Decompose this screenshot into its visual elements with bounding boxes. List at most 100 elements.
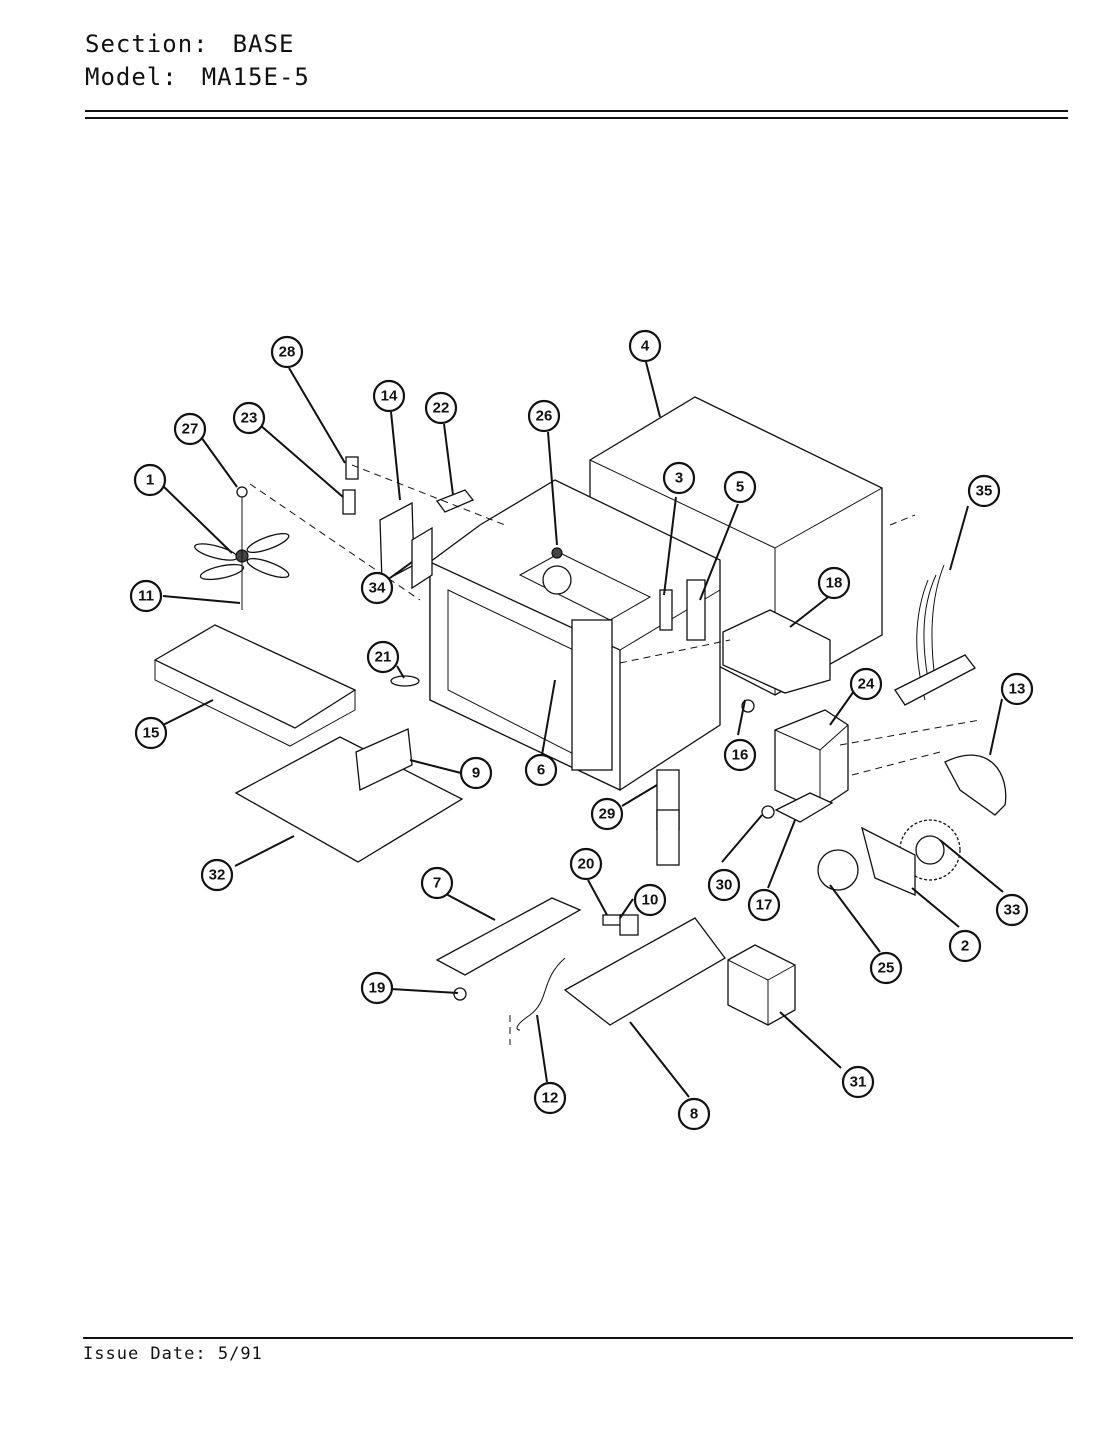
callout-9: 9 bbox=[459, 756, 493, 790]
bottom-plate bbox=[234, 736, 464, 863]
callout-label-21: 21 bbox=[375, 649, 392, 666]
callout-18: 18 bbox=[817, 566, 851, 600]
callout-29: 29 bbox=[590, 797, 624, 831]
switch-28 bbox=[345, 456, 359, 480]
issue-value: 5/91 bbox=[217, 1344, 263, 1364]
callout-label-2: 2 bbox=[961, 938, 969, 955]
callout-label-33: 33 bbox=[1004, 902, 1021, 919]
callout-label-26: 26 bbox=[536, 408, 553, 425]
callout-label-23: 23 bbox=[241, 410, 258, 427]
section-label: Section: bbox=[85, 30, 209, 58]
callout-1: 1 bbox=[133, 463, 167, 497]
callout-34: 34 bbox=[360, 571, 394, 605]
callout-label-15: 15 bbox=[143, 725, 160, 742]
part-20 bbox=[602, 914, 622, 926]
callout-7: 7 bbox=[420, 866, 454, 900]
callout-label-32: 32 bbox=[209, 867, 226, 884]
callout-14: 14 bbox=[372, 379, 406, 413]
callout-24: 24 bbox=[849, 667, 883, 701]
header-rule-top bbox=[85, 110, 1068, 112]
magnetron bbox=[774, 709, 849, 811]
fan-blade bbox=[194, 486, 290, 610]
oven-cavity bbox=[429, 479, 721, 792]
grommet-19 bbox=[453, 987, 467, 1001]
transformer bbox=[727, 944, 796, 1026]
callout-8: 8 bbox=[677, 1097, 711, 1131]
issue-label: Issue Date: bbox=[83, 1344, 207, 1364]
section-header: Section:BASE bbox=[85, 30, 294, 58]
bracket-14 bbox=[379, 501, 415, 584]
callout-label-34: 34 bbox=[369, 580, 386, 597]
base-plate bbox=[563, 917, 726, 1026]
callout-label-1: 1 bbox=[146, 472, 154, 489]
callout-label-10: 10 bbox=[642, 892, 659, 909]
callout-label-12: 12 bbox=[542, 1090, 559, 1107]
callout-30: 30 bbox=[707, 868, 741, 902]
callout-label-25: 25 bbox=[878, 960, 895, 977]
callout-25: 25 bbox=[869, 951, 903, 985]
callout-4: 4 bbox=[628, 329, 662, 363]
callout-16: 16 bbox=[723, 738, 757, 772]
callout-10: 10 bbox=[633, 883, 667, 917]
callout-33: 33 bbox=[995, 893, 1029, 927]
callout-23: 23 bbox=[232, 401, 266, 435]
header-rule-bottom bbox=[85, 117, 1068, 119]
callout-label-9: 9 bbox=[472, 765, 480, 782]
callout-17: 17 bbox=[747, 888, 781, 922]
callout-label-35: 35 bbox=[976, 483, 993, 500]
callout-27: 27 bbox=[173, 412, 207, 446]
wire-harness bbox=[894, 564, 976, 706]
callout-32: 32 bbox=[200, 858, 234, 892]
leader-lines bbox=[161, 361, 1004, 1098]
callout-label-4: 4 bbox=[641, 338, 650, 355]
guide-lines bbox=[249, 464, 981, 1045]
part-3 bbox=[659, 589, 673, 631]
callout-13: 13 bbox=[1000, 672, 1034, 706]
callout-28: 28 bbox=[270, 335, 304, 369]
switch-23 bbox=[342, 489, 356, 515]
callout-label-31: 31 bbox=[850, 1074, 867, 1091]
callout-19: 19 bbox=[360, 971, 394, 1005]
board-29b bbox=[656, 809, 680, 866]
callout-label-22: 22 bbox=[433, 400, 450, 417]
callout-label-6: 6 bbox=[537, 762, 545, 779]
callout-5: 5 bbox=[723, 470, 757, 504]
panel-7 bbox=[435, 897, 582, 976]
callout-35: 35 bbox=[967, 474, 1001, 508]
callout-label-8: 8 bbox=[690, 1106, 698, 1123]
callout-15: 15 bbox=[134, 716, 168, 750]
callout-label-16: 16 bbox=[732, 747, 749, 764]
part-30 bbox=[761, 805, 775, 819]
callout-label-29: 29 bbox=[599, 806, 616, 823]
callout-label-19: 19 bbox=[369, 980, 386, 997]
callout-26: 26 bbox=[527, 399, 561, 433]
model-header: Model: MA15E-5 bbox=[85, 63, 310, 91]
callout-label-13: 13 bbox=[1009, 681, 1026, 698]
callout-label-11: 11 bbox=[138, 588, 154, 605]
blower-housing bbox=[944, 754, 1007, 816]
callout-label-24: 24 bbox=[858, 676, 875, 693]
callout-label-5: 5 bbox=[736, 479, 744, 496]
bracket-34 bbox=[411, 526, 433, 590]
callout-label-18: 18 bbox=[826, 575, 843, 592]
power-cord bbox=[516, 957, 566, 1031]
model-label: Model: bbox=[85, 63, 178, 91]
air-duct-tray bbox=[153, 624, 357, 747]
motor-25 bbox=[817, 849, 859, 891]
bracket-21 bbox=[390, 675, 420, 687]
callout-label-20: 20 bbox=[578, 856, 595, 873]
callout-label-7: 7 bbox=[433, 875, 441, 892]
callout-21: 21 bbox=[366, 640, 400, 674]
callout-12: 12 bbox=[533, 1081, 567, 1115]
callout-6: 6 bbox=[524, 753, 558, 787]
callout-20: 20 bbox=[569, 847, 603, 881]
callout-label-3: 3 bbox=[675, 470, 683, 487]
latch-22 bbox=[435, 489, 475, 513]
model-value: MA15E-5 bbox=[201, 63, 310, 91]
part-10 bbox=[619, 914, 639, 936]
coil-33-inner bbox=[915, 835, 945, 865]
callout-31: 31 bbox=[841, 1065, 875, 1099]
callout-11: 11 bbox=[129, 579, 163, 613]
cover-17 bbox=[774, 792, 834, 823]
